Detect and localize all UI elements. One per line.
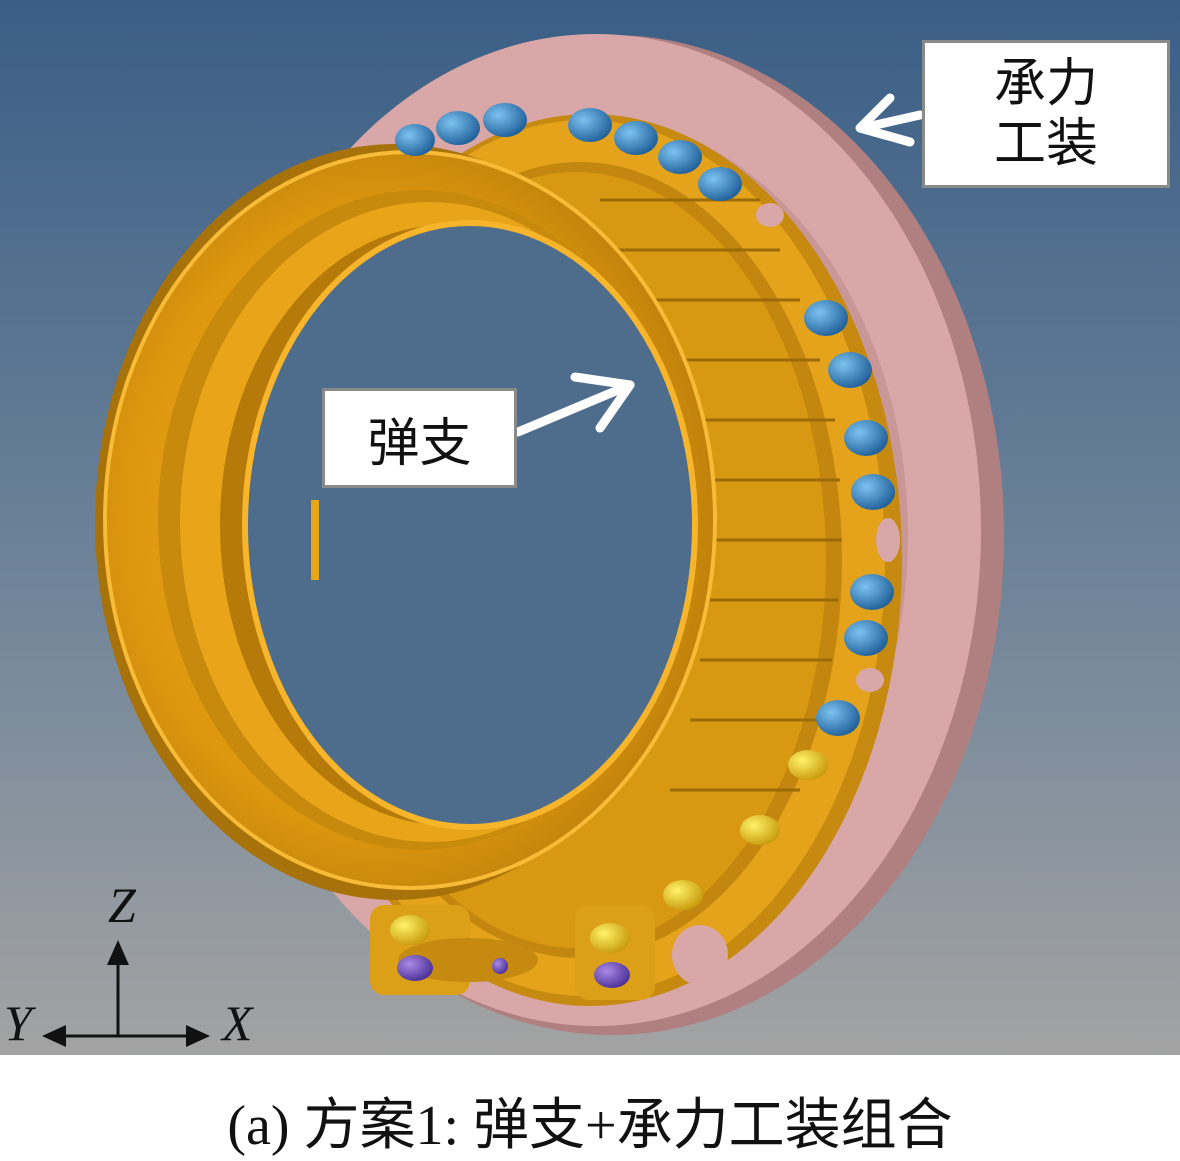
bolt-icon [844,420,888,456]
bolt-icon [740,815,780,845]
bolts-purple [397,955,630,988]
callout-spring-support: 弹支 [322,388,517,488]
bolt-icon [390,915,430,945]
bolts-yellow [390,750,828,953]
bolt-icon [397,955,433,981]
bolt-icon [492,958,508,974]
bolt-icon [698,167,742,201]
bolt-icon [590,923,630,953]
bolt-icon [788,750,828,780]
bolt-icon [594,962,630,988]
assembly-render [0,0,1180,1055]
bolt-icon [663,880,703,910]
arrow-icon [855,93,925,147]
bolt-icon [828,352,872,388]
bolt-icon [395,124,435,156]
arrow-icon [513,372,635,437]
axis-label-z: Z [108,877,136,933]
bolt-icon [850,574,894,610]
bolt-icon [568,108,612,142]
callout-fixture-line1: 承力 [993,54,1098,114]
figure-caption: (a) 方案1: 弹支+承力工装组合 [227,1095,953,1157]
bolt-icon [816,700,860,736]
bolt-icon [436,111,480,145]
axis-label-y: Y [4,995,32,1051]
bolt-icon [851,474,895,510]
callout-load-fixture: 承力 工装 [922,40,1170,188]
bolt-icon [483,103,527,137]
spring-support-body [95,144,717,900]
callout-spring-label: 弹支 [367,413,472,474]
callout-fixture-line2: 工装 [993,114,1098,174]
axis-arrow-icon [42,940,210,1047]
render-viewport: 承力 工装 弹支 Z Y X [0,0,1180,1055]
bolts-blue [395,103,895,736]
bolt-icon [844,620,888,656]
axis-label-x: X [222,995,253,1051]
bolt-icon [614,121,658,155]
bolt-icon [804,300,848,336]
bolt-icon [658,140,702,174]
